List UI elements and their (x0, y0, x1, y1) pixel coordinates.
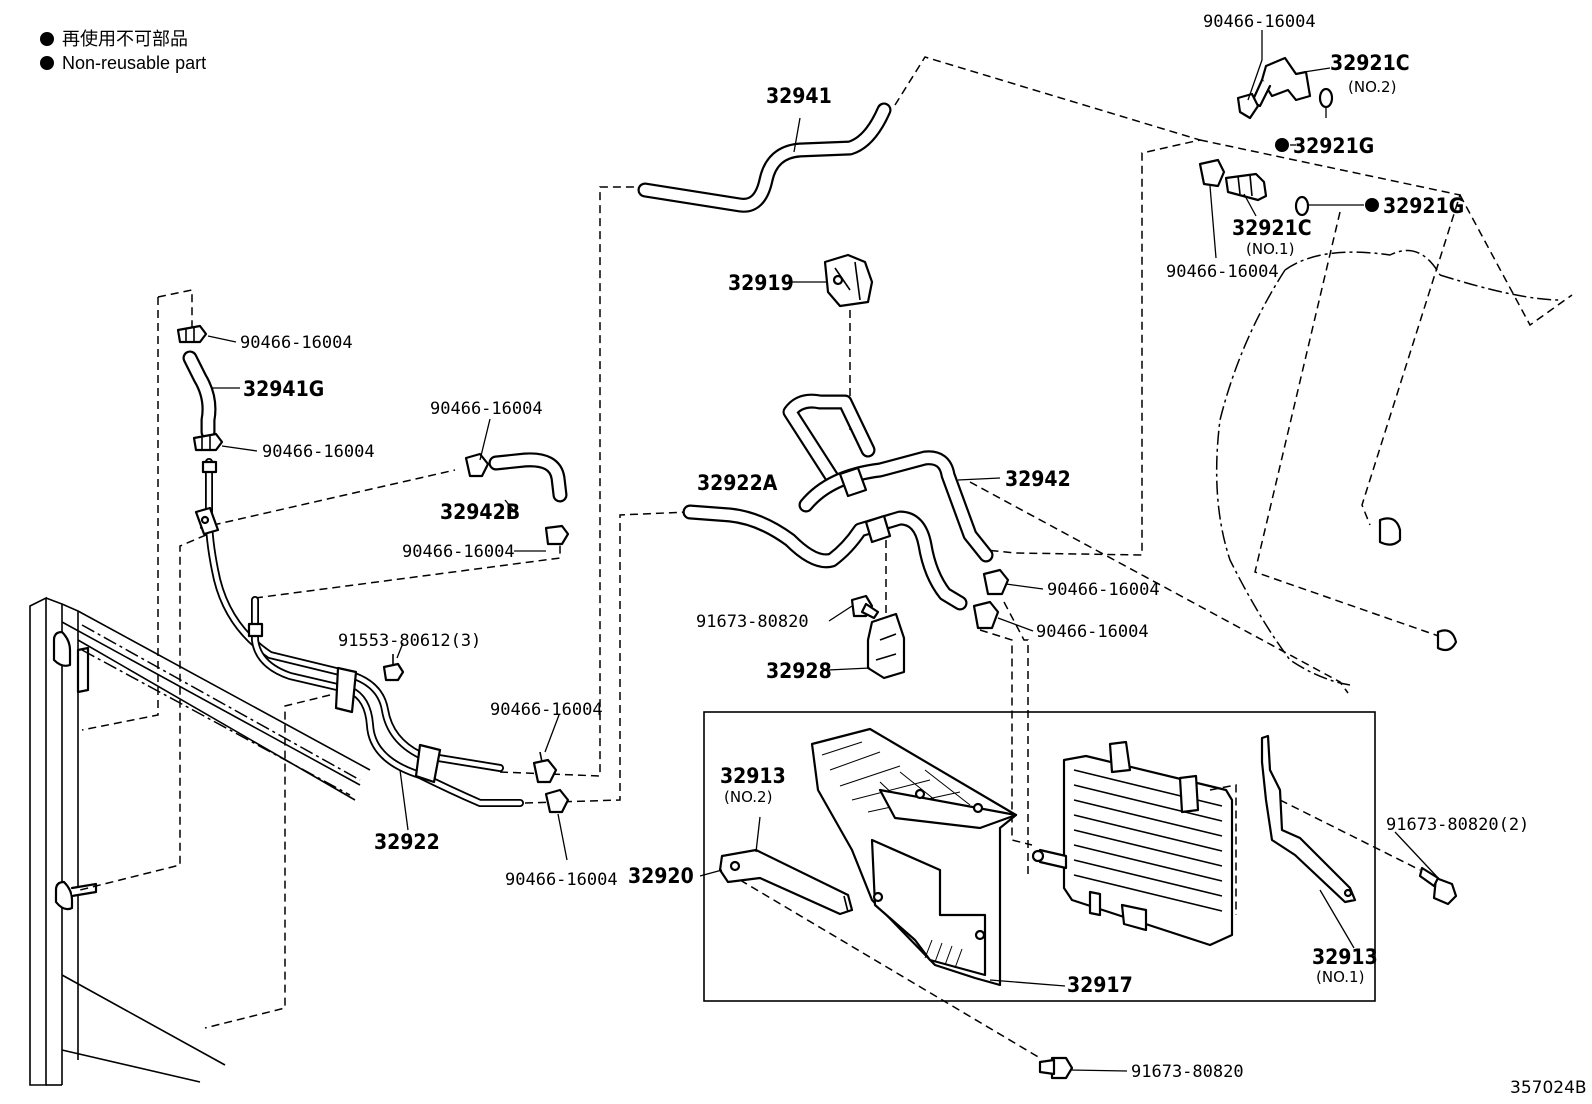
label-32941g: 32941G (243, 377, 324, 401)
label-32928: 32928 (766, 659, 832, 683)
part-32913-no2-bracket (718, 848, 854, 916)
clip-icon (544, 524, 570, 546)
label-32913-no1: 32913 (1312, 945, 1378, 969)
label-32921c-no1: 32921C (1232, 216, 1312, 240)
label-91673-a: 91673-80820 (696, 612, 809, 632)
part-32921c-no1-fitting (1224, 172, 1268, 202)
guide-lines-left (79, 186, 689, 1029)
legend-item-en: Non-reusable part (62, 53, 206, 73)
radiator-outline (29, 596, 371, 1086)
label-90466-top: 90466-16004 (1203, 12, 1316, 32)
leader-lines (207, 30, 1441, 1072)
label-90466-f: 90466-16004 (1036, 622, 1149, 642)
label-91553: 91553-80612(3) (338, 631, 481, 651)
non-reusable-bullet-icon (1365, 198, 1379, 212)
label-90466-e: 90466-16004 (1047, 580, 1160, 600)
part-32922a-hose (682, 504, 968, 611)
clip-icon (176, 324, 208, 344)
guide-line (894, 56, 1203, 556)
guide-line (739, 879, 1041, 1059)
legend-item-jp: 再使用不可部品 (62, 29, 188, 49)
legend: 再使用不可部品 Non-reusable part (40, 29, 206, 73)
guide-line (969, 481, 1349, 694)
clip-icon (1198, 158, 1226, 188)
part-32941g-hose (182, 350, 217, 440)
label-32921c-no2: 32921C (1330, 51, 1410, 75)
bolt-icon (1038, 1056, 1074, 1080)
bolt-icon (1418, 866, 1458, 906)
part-32913-no1-bracket (1260, 734, 1357, 904)
label-90466-c: 90466-16004 (430, 399, 543, 419)
label-32942b: 32942B (440, 500, 520, 524)
o-ring-icon (1318, 87, 1334, 109)
clip-icon (972, 600, 1000, 630)
part-32921c-no2-fitting (1250, 56, 1312, 108)
o-ring-icon (1294, 195, 1310, 217)
label-32919: 32919 (728, 271, 794, 295)
part-labels: 32941 90466-16004 32921C (NO.2) 32921G 3… (240, 12, 1587, 1098)
part-32942b-hose (488, 452, 568, 503)
diagram-reference-number: 357024B (1510, 1078, 1587, 1098)
legend-bullet-icon (40, 32, 54, 46)
label-32913-no2-sub: (NO.2) (724, 788, 772, 806)
legend-bullet-icon (40, 56, 54, 70)
part-oil-cooler-core (1031, 740, 1234, 947)
label-90466-d: 90466-16004 (402, 542, 515, 562)
part-32922-pipe (194, 458, 524, 807)
label-32921g-b: 32921G (1383, 194, 1464, 218)
bolt-icon (850, 594, 880, 620)
clip-icon (544, 788, 570, 814)
clip-icon (464, 452, 490, 478)
guide-line (1279, 799, 1421, 871)
clip-icon (1236, 92, 1260, 120)
label-90466-b: 90466-16004 (262, 442, 375, 462)
label-32921c-no2-sub: (NO.2) (1348, 78, 1396, 96)
label-32920: 32920 (628, 864, 694, 888)
label-91673-c: 91673-80820 (1131, 1062, 1244, 1082)
part-32919-bracket (823, 253, 874, 308)
clip-icon (982, 568, 1010, 596)
part-32942-hose (782, 393, 994, 563)
label-32921c-no1-sub: (NO.1) (1246, 240, 1294, 258)
label-32941: 32941 (766, 84, 832, 108)
transmission-outline (1199, 139, 1573, 686)
guide-line (1209, 784, 1237, 915)
label-32942: 32942 (1005, 467, 1071, 491)
label-32917: 32917 (1067, 973, 1133, 997)
label-32913-no2: 32913 (720, 764, 786, 788)
part-32917-air-guide (810, 727, 1018, 987)
bolt-icon (382, 654, 405, 682)
label-32913-no1-sub: (NO.1) (1316, 968, 1364, 986)
label-32921g-a: 32921G (1293, 134, 1374, 158)
part-32941-hose (637, 102, 892, 213)
non-reusable-bullet-icon (1275, 138, 1289, 152)
label-90466-a: 90466-16004 (240, 333, 353, 353)
part-32928-bracket (866, 612, 906, 680)
guide-line (1003, 601, 1029, 875)
clip-icon (532, 751, 558, 784)
part-32920-cooler-assy-box (703, 711, 1421, 1002)
label-32922: 32922 (374, 830, 440, 854)
label-90466-ur: 90466-16004 (1166, 262, 1279, 282)
guide-line (979, 629, 1033, 846)
label-32922a: 32922A (697, 471, 778, 495)
label-90466-g: 90466-16004 (490, 700, 603, 720)
label-91673-b: 91673-80820(2) (1386, 815, 1529, 835)
clip-icon (192, 432, 224, 452)
label-90466-h: 90466-16004 (505, 870, 618, 890)
